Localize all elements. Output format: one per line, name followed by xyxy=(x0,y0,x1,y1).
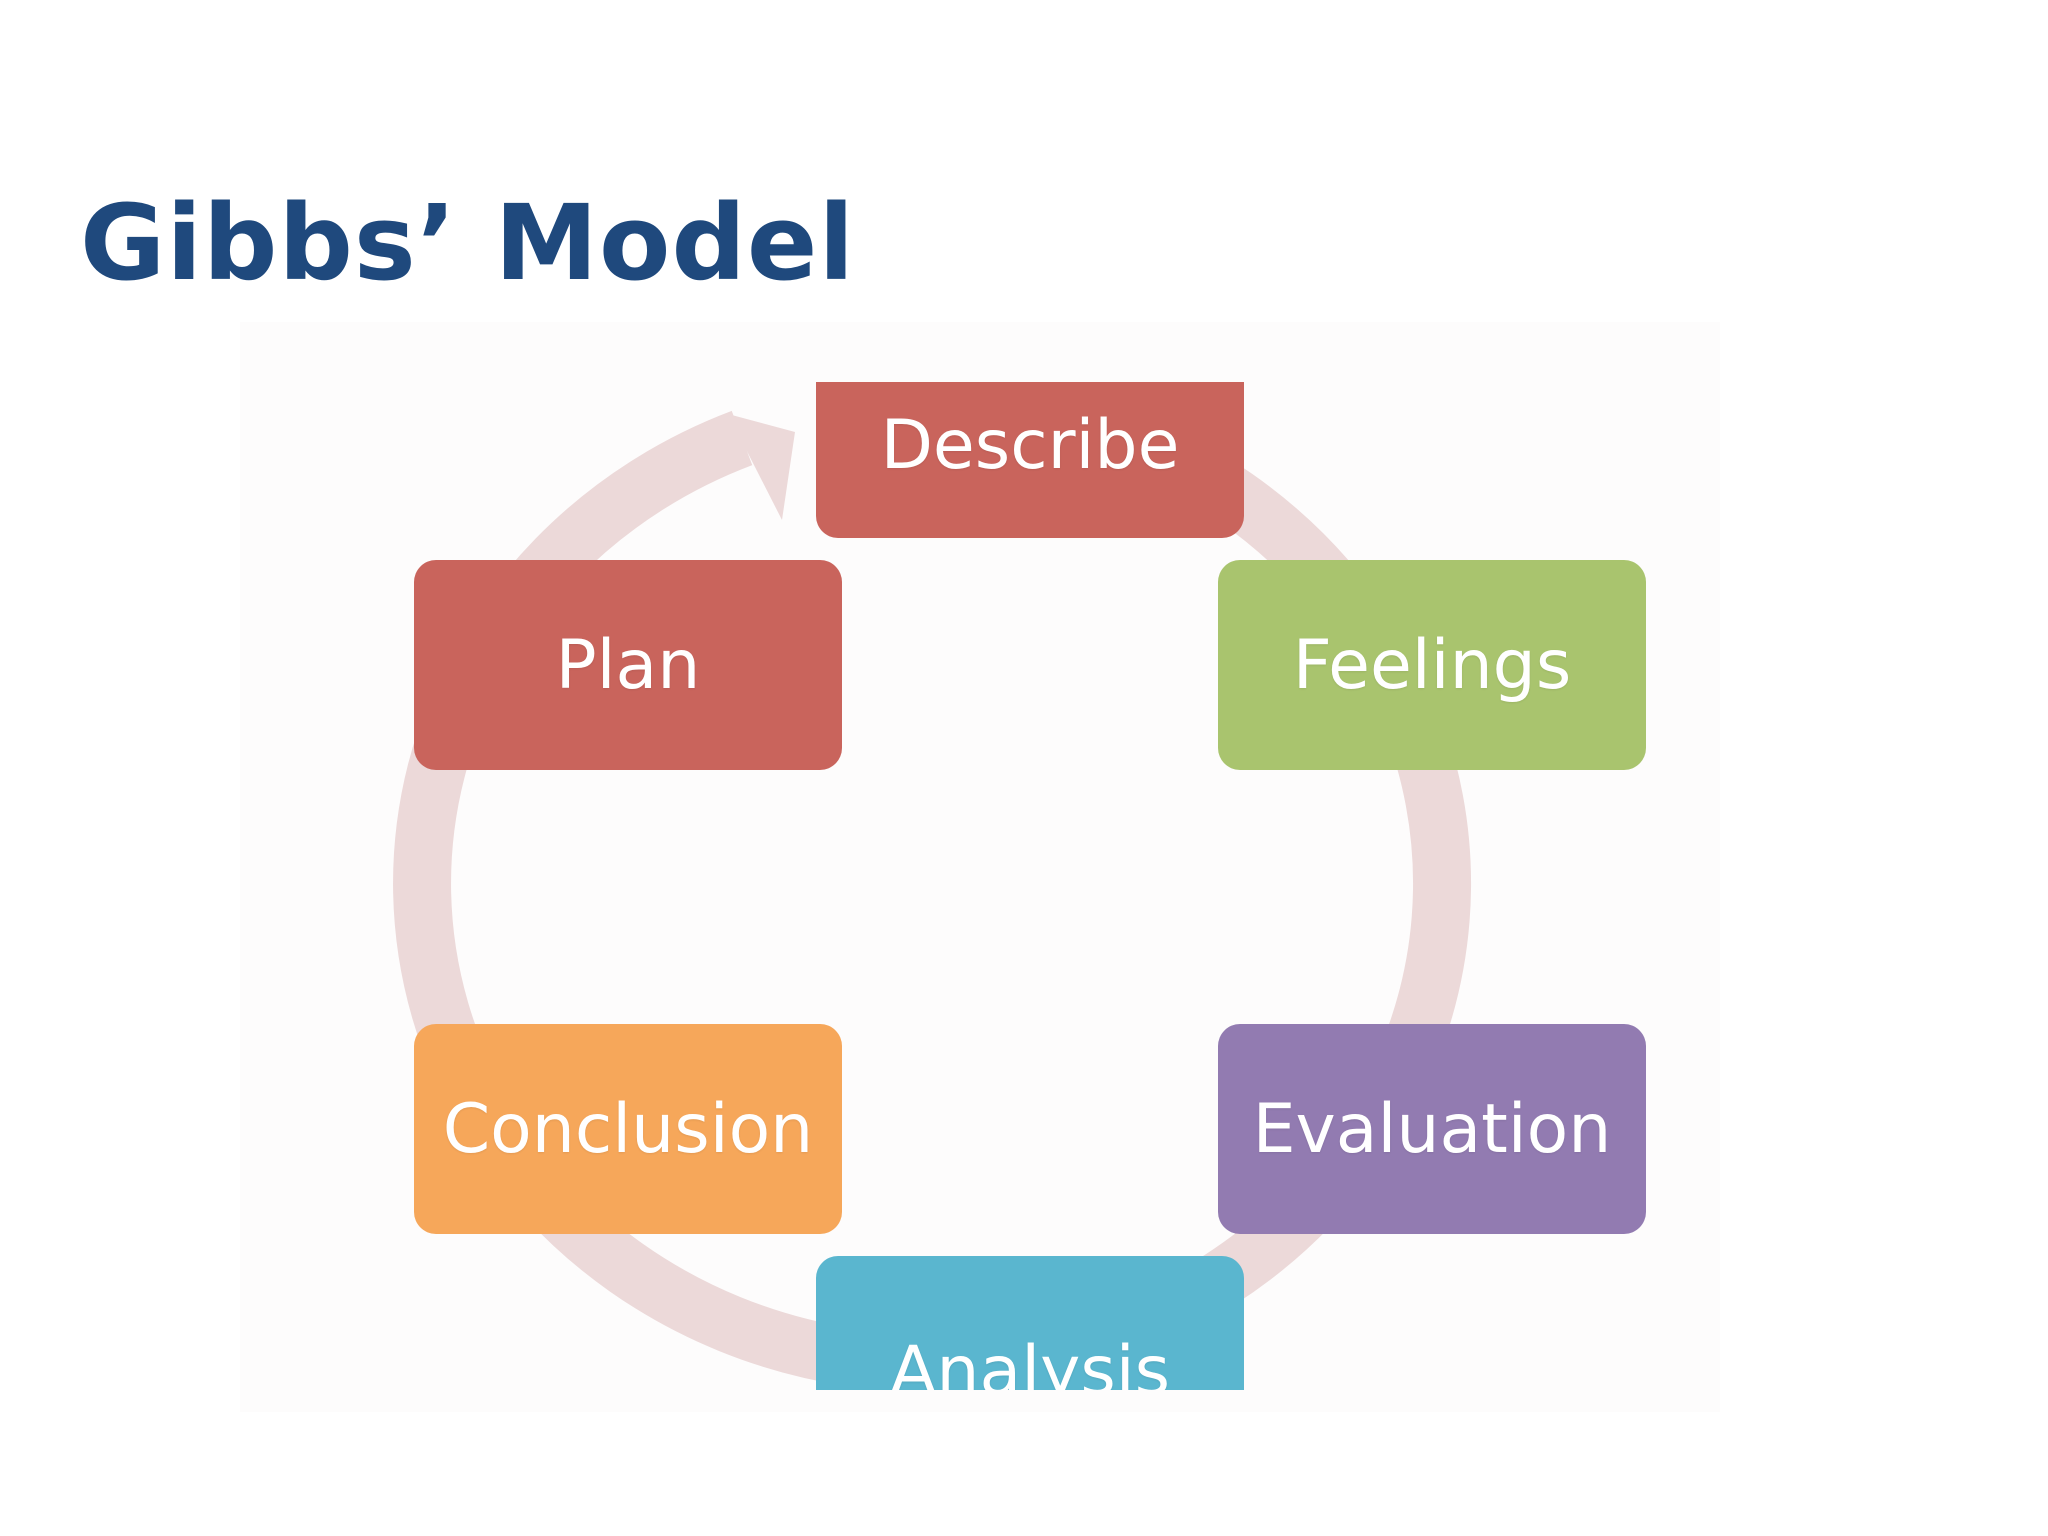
step-feelings: Feelings xyxy=(1218,560,1646,770)
step-evaluation-label: Evaluation xyxy=(1252,1089,1612,1169)
step-analysis: Analysis xyxy=(816,1256,1244,1390)
step-plan: Plan xyxy=(414,560,842,770)
step-evaluation: Evaluation xyxy=(1218,1024,1646,1234)
cycle-arrow-head xyxy=(728,414,795,520)
step-describe-label: Describe xyxy=(880,405,1180,485)
step-describe: Describe xyxy=(816,382,1244,538)
slide-title: Gibbs’ Model xyxy=(80,182,856,304)
step-feelings-label: Feelings xyxy=(1292,625,1572,705)
step-conclusion: Conclusion xyxy=(414,1024,842,1234)
step-plan-label: Plan xyxy=(555,625,701,705)
step-analysis-label: Analysis xyxy=(889,1331,1171,1391)
step-conclusion-label: Conclusion xyxy=(442,1089,814,1169)
